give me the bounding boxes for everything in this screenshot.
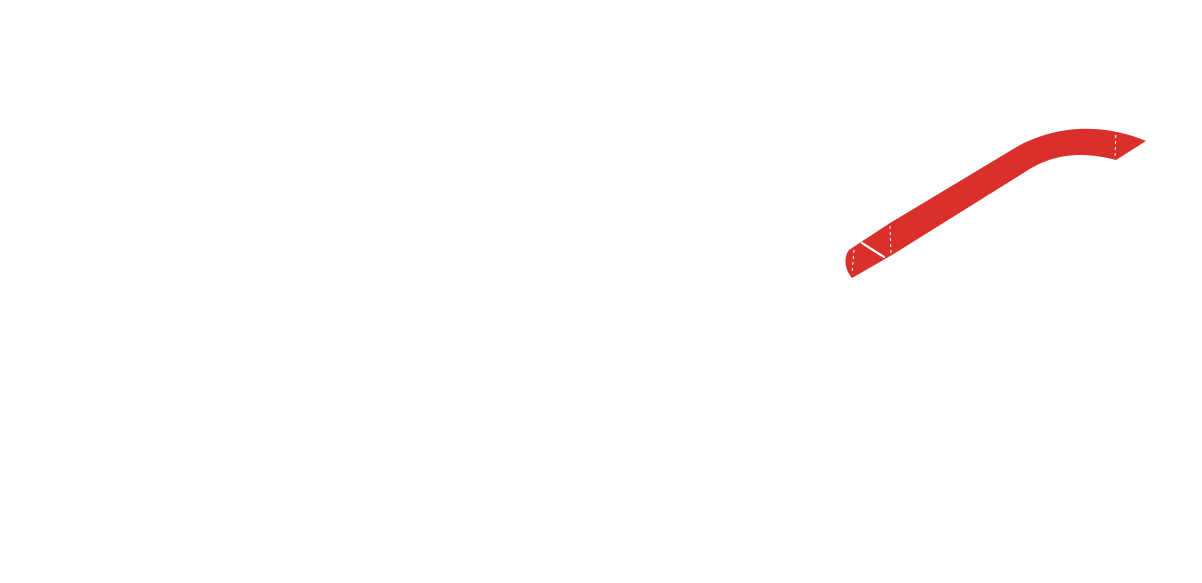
route-divider-dashed [1114, 128, 1117, 159]
route-divider-dashed [851, 249, 855, 275]
route-divider-solid [860, 241, 886, 259]
route-band[interactable] [845, 128, 1146, 278]
route-divider-dashed [889, 225, 892, 255]
